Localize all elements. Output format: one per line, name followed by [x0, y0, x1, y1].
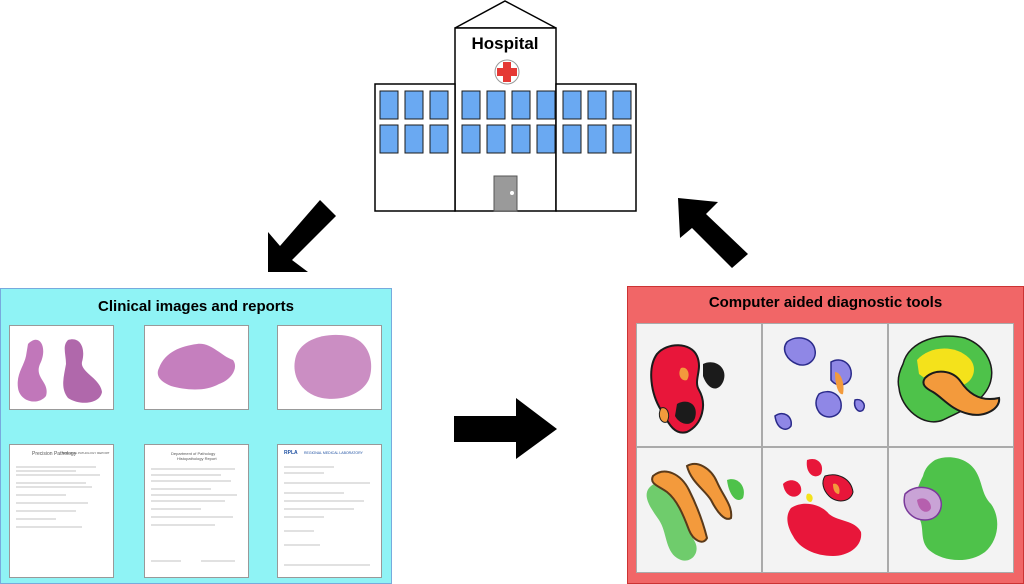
- window-18: [587, 124, 607, 154]
- window-8: [461, 124, 481, 154]
- slide-image-3: [277, 325, 382, 410]
- report-3-subheader: REGIONAL MEDICAL LABORATORY: [304, 451, 363, 455]
- window-1: [379, 90, 399, 120]
- arrow-down-left-icon: [268, 200, 336, 272]
- report-1-subheader: SURGICAL PATHOLOGY REPORT: [62, 451, 110, 455]
- window-5: [429, 90, 449, 120]
- window-6: [429, 124, 449, 154]
- slide-image-2: [144, 325, 249, 410]
- segmentation-tile-4: [636, 447, 762, 573]
- report-document-2: Department of Pathology Histopathology R…: [144, 444, 249, 578]
- arrow-right-icon: [454, 398, 557, 459]
- slide-image-1: [9, 325, 114, 410]
- hospital-windows: [379, 90, 632, 154]
- diagnostic-panel: Computer aided diagnostic tools: [627, 286, 1024, 584]
- window-9: [486, 90, 506, 120]
- segmentation-tile-1: [636, 323, 762, 447]
- segmentation-tile-2: [762, 323, 888, 447]
- segmentation-tile-5: [762, 447, 888, 573]
- diagnostic-panel-title: Computer aided diagnostic tools: [708, 294, 943, 311]
- report-1-header: Precision Pathology: [32, 451, 77, 457]
- report-3-header: RPLA: [284, 450, 298, 456]
- window-2: [379, 124, 399, 154]
- report-2-subheader: Histopathology Report: [177, 456, 217, 461]
- hospital-label: Hospital: [471, 34, 539, 53]
- window-20: [612, 124, 632, 154]
- window-15: [562, 90, 582, 120]
- hospital-roof: [454, 0, 557, 29]
- window-14: [536, 124, 556, 154]
- clinical-panel: Clinical images and reports Precision Pa…: [0, 288, 392, 584]
- window-3: [404, 90, 424, 120]
- segmentation-tile-6: [888, 447, 1014, 573]
- window-16: [562, 124, 582, 154]
- report-document-1: Precision Pathology SURGICAL PATHOLOGY R…: [9, 444, 114, 578]
- red-cross-icon: [494, 59, 520, 85]
- window-10: [486, 124, 506, 154]
- window-11: [511, 90, 531, 120]
- window-17: [587, 90, 607, 120]
- window-12: [511, 124, 531, 154]
- window-19: [612, 90, 632, 120]
- report-document-3: RPLA REGIONAL MEDICAL LABORATORY: [277, 444, 382, 578]
- window-7: [461, 90, 481, 120]
- segmentation-tile-3: [888, 323, 1014, 447]
- clinical-panel-title: Clinical images and reports: [98, 298, 294, 315]
- report-2-header: Department of Pathology: [171, 451, 216, 456]
- window-4: [404, 124, 424, 154]
- window-13: [536, 90, 556, 120]
- hospital-door: [493, 175, 518, 212]
- hospital-building: [374, 0, 637, 212]
- arrow-up-left-icon: [678, 198, 748, 268]
